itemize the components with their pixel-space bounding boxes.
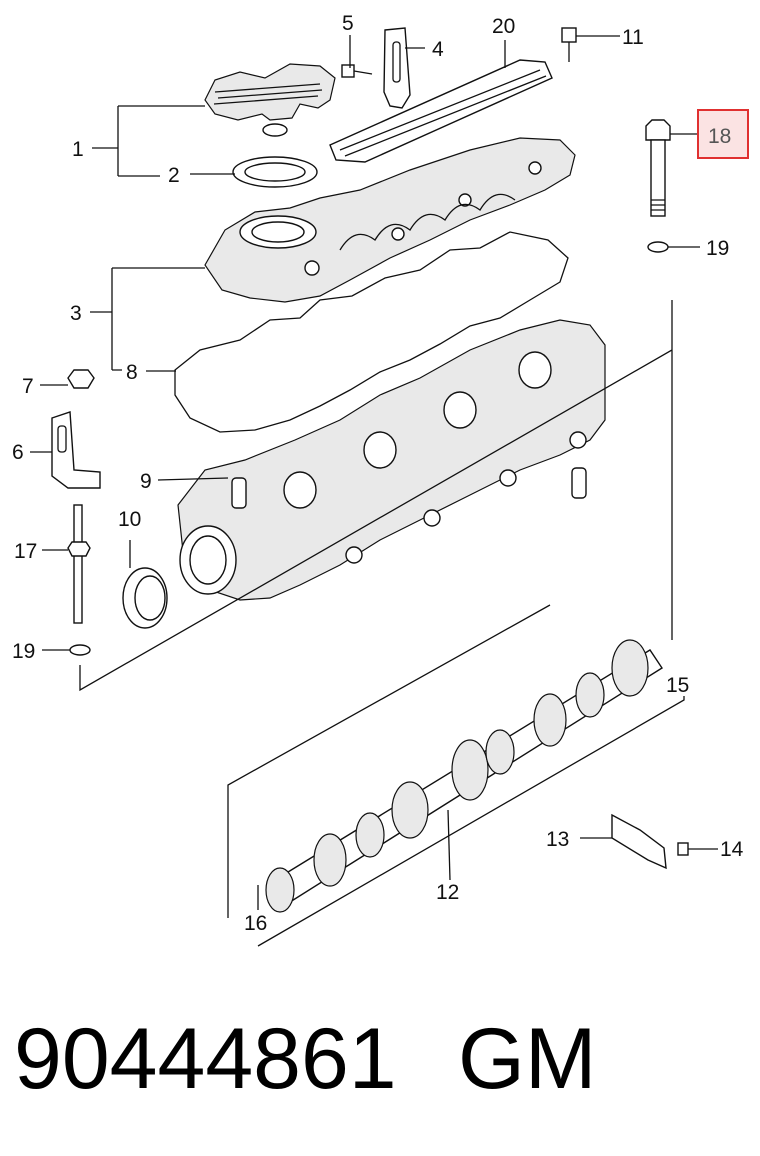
filler-cap-seal xyxy=(232,156,318,188)
bolt-18 xyxy=(645,119,671,217)
callout-19-right: 19 xyxy=(706,237,729,260)
part-number: 90444861 xyxy=(14,1011,397,1107)
callout-16: 16 xyxy=(244,912,267,935)
bolt-5 xyxy=(341,64,373,78)
brand-name: GM xyxy=(458,1011,597,1107)
cylinder-head xyxy=(177,319,606,601)
cover-plate xyxy=(329,59,553,163)
washer-19-left xyxy=(69,644,91,656)
bolt-14 xyxy=(677,842,689,856)
assembly-frame xyxy=(79,300,673,692)
callout-10: 10 xyxy=(118,508,141,531)
callout-14: 14 xyxy=(720,838,744,861)
bracket-4 xyxy=(383,27,411,109)
callout-3: 3 xyxy=(70,302,82,325)
callout-17: 17 xyxy=(14,540,37,563)
callout-18: 18 xyxy=(708,125,731,148)
callout-4: 4 xyxy=(432,38,444,61)
bolt-11 xyxy=(561,27,577,62)
oil-filler-cap xyxy=(204,63,336,137)
callout-2: 2 xyxy=(168,164,180,187)
callout-9: 9 xyxy=(140,470,152,493)
plate-13 xyxy=(611,813,667,870)
bracket-6 xyxy=(51,411,101,489)
callout-8: 8 xyxy=(126,361,138,384)
callout-11: 11 xyxy=(622,26,644,49)
callout-13: 13 xyxy=(546,828,569,851)
callout-12: 12 xyxy=(436,881,459,904)
callout-19-left: 19 xyxy=(12,640,35,663)
callout-18-highlight xyxy=(697,109,749,159)
camshaft xyxy=(265,639,663,913)
washer-19-right xyxy=(647,241,669,253)
callout-15: 15 xyxy=(666,674,689,697)
seal-10 xyxy=(122,567,168,629)
callout-7: 7 xyxy=(22,375,34,398)
callout-1: 1 xyxy=(72,138,84,161)
valve-cover-gasket xyxy=(174,231,569,433)
callout-6: 6 xyxy=(12,441,24,464)
callout-20: 20 xyxy=(492,15,515,38)
nut-7 xyxy=(67,369,95,389)
callout-5: 5 xyxy=(342,12,354,35)
leader-lines xyxy=(30,35,718,910)
valve-cover xyxy=(204,137,576,303)
stud-17 xyxy=(67,504,91,624)
camshaft-frame xyxy=(227,604,685,947)
